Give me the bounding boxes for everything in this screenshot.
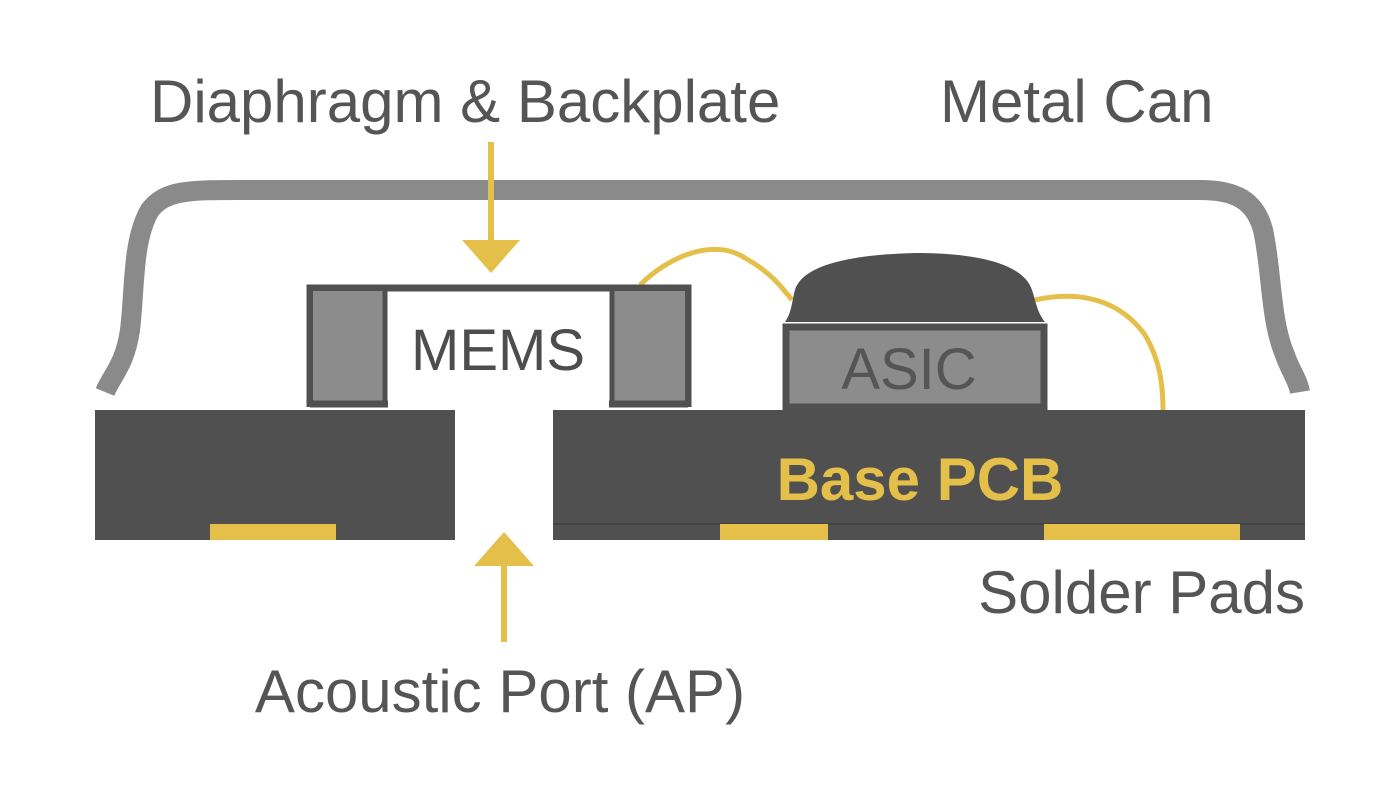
solder-pad-2 <box>720 524 828 540</box>
asic-die: ASIC <box>782 253 1048 411</box>
diaphragm-arrow <box>462 142 520 273</box>
asic-glob-top <box>785 253 1045 322</box>
metal-can <box>95 180 1310 397</box>
bond-wire-mems-asic <box>638 246 794 302</box>
solder-pads-label: Solder Pads <box>978 559 1305 626</box>
mems-right-wall <box>612 291 685 404</box>
base-pcb-label: Base PCB <box>777 446 1064 513</box>
mems-left-wall <box>313 291 385 404</box>
mems-die: MEMS <box>306 284 692 408</box>
asic-label: ASIC <box>841 337 976 402</box>
acoustic-port-label: Acoustic Port (AP) <box>255 658 745 725</box>
asic-body <box>782 323 1048 411</box>
metal-can-label: Metal Can <box>940 68 1213 135</box>
mems-label: MEMS <box>411 318 585 383</box>
bond-wire-asic-pcb <box>1034 293 1166 411</box>
solder-pad-1 <box>210 524 336 540</box>
base-pcb-right <box>553 410 1305 540</box>
solder-pad-3 <box>1044 524 1240 540</box>
acoustic-port-arrow <box>474 532 534 642</box>
base-pcb-left <box>95 410 455 540</box>
mems-frame <box>306 284 692 407</box>
diaphragm-backplate-label: Diaphragm & Backplate <box>150 68 780 135</box>
